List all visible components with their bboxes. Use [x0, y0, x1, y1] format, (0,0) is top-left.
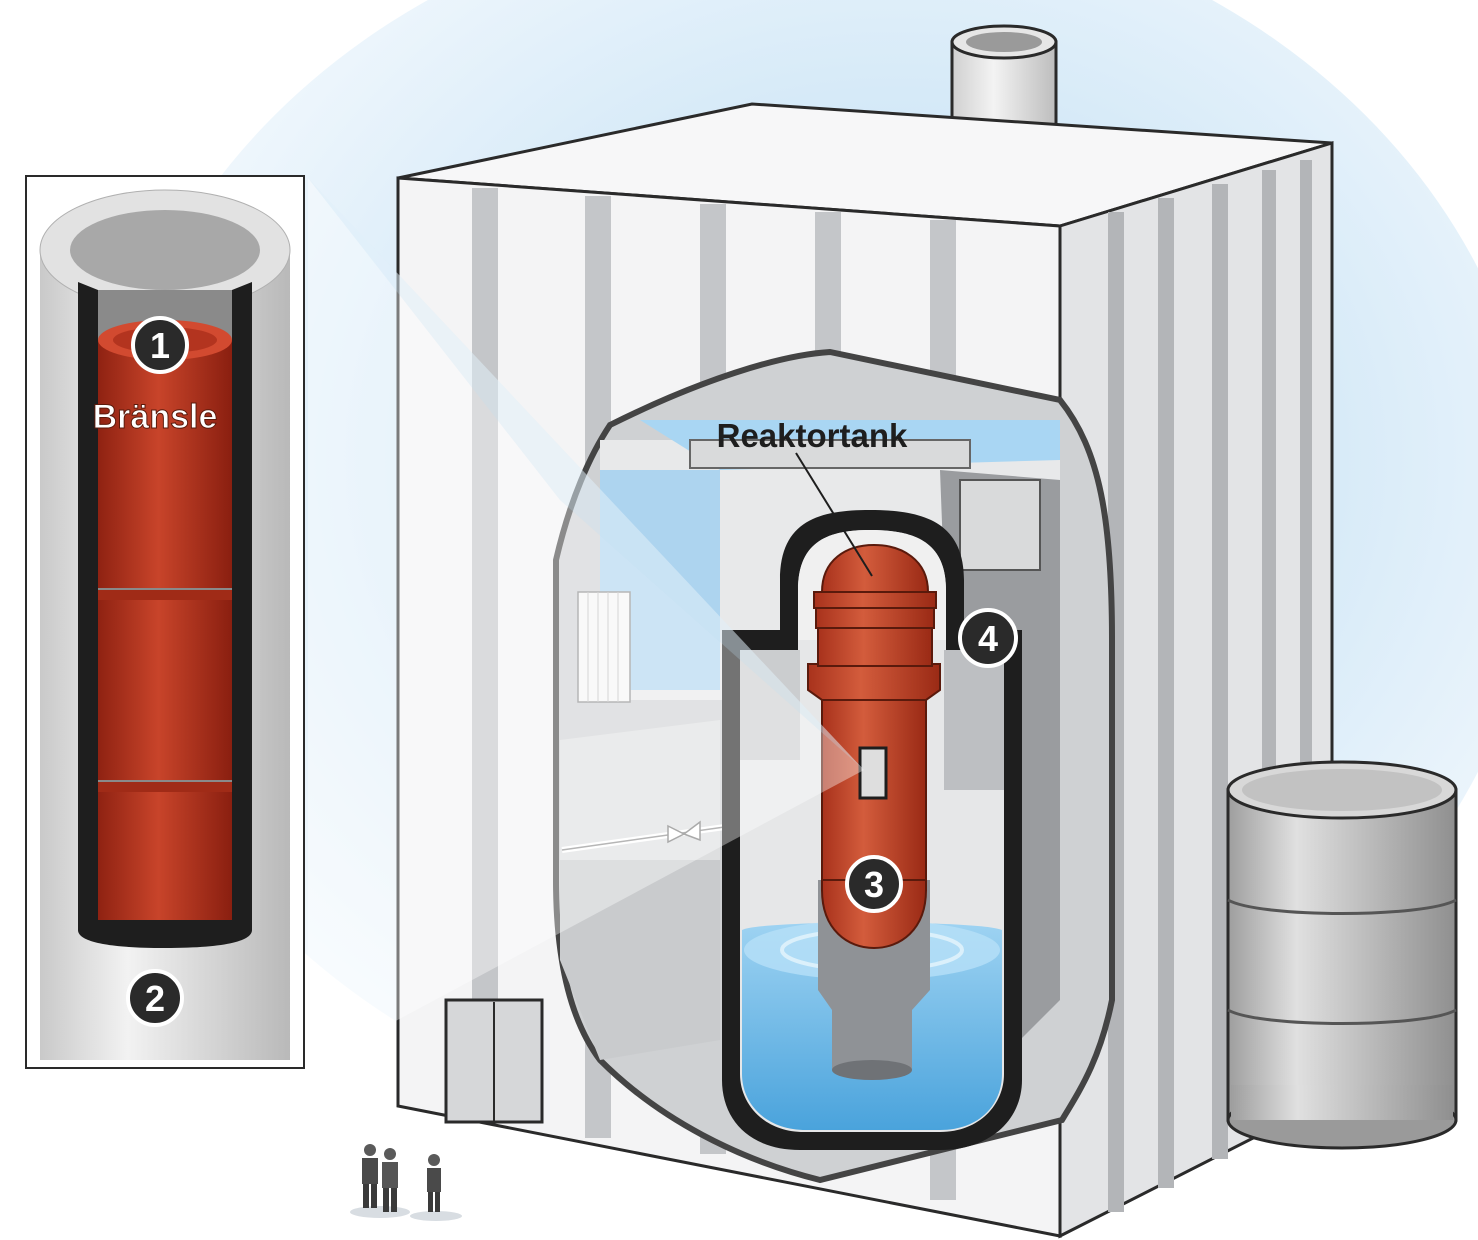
waste-drum — [1226, 760, 1458, 1150]
fuel-label: Bränsle — [93, 398, 218, 436]
marker-2: 2 — [126, 969, 184, 1027]
svg-text:2: 2 — [145, 978, 165, 1019]
reactor-tank-leader-line — [795, 452, 873, 577]
vessel-window — [858, 746, 888, 800]
reactor-tank-label: Reaktortank — [717, 417, 908, 454]
equipment-rack — [577, 591, 631, 703]
person-3 — [427, 1154, 441, 1212]
valve-icon — [667, 820, 701, 844]
svg-text:1: 1 — [150, 325, 170, 366]
marker-4: 4 — [958, 608, 1018, 668]
svg-text:4: 4 — [978, 618, 998, 659]
svg-text:3: 3 — [864, 864, 884, 905]
chimney — [950, 24, 1058, 134]
marker-1: 1 — [131, 316, 189, 374]
marker-3: 3 — [845, 855, 903, 913]
fuel-rod-inset: Bränsle — [25, 175, 305, 1069]
inset-projection-beam — [308, 178, 864, 1068]
person-1 — [362, 1144, 378, 1208]
people-figures — [350, 1144, 462, 1221]
person-2 — [382, 1148, 398, 1212]
building-door — [444, 998, 544, 1124]
